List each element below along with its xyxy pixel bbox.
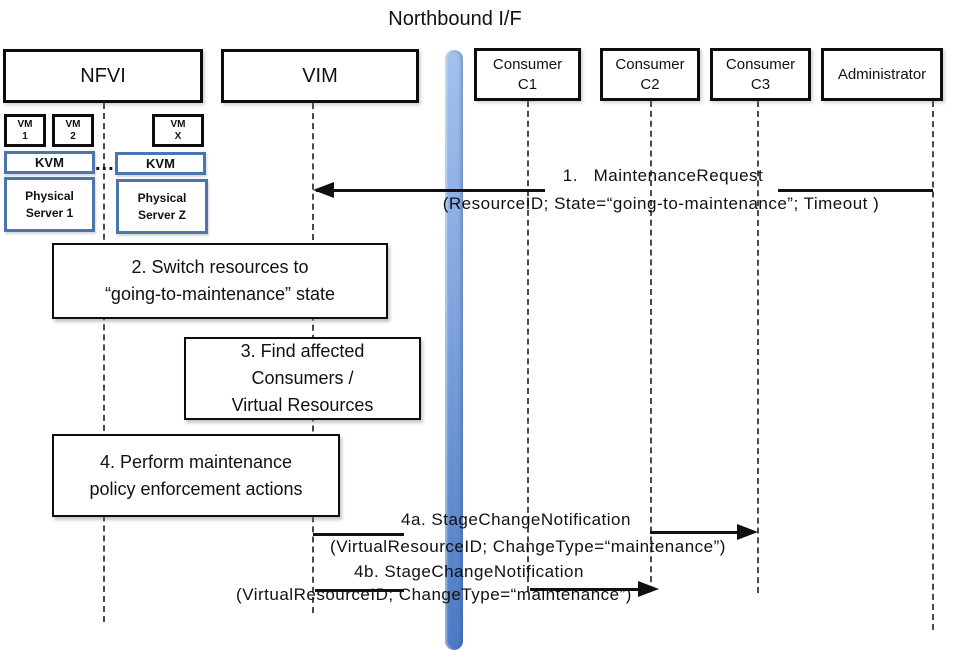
message1-line-left [316,189,545,192]
activity-step3-line3: Virtual Resources [231,395,374,415]
message1-params: (ResourceID; State=“going-to-maintenance… [442,194,880,213]
vm2-number: 2 [70,130,76,142]
vm1-number: 1 [22,130,28,142]
activity-step2-line1: 2. Switch resources to [131,257,309,277]
actor-box-consumer-c2: Consumer C2 [600,48,700,101]
message4a-arrowhead [737,524,758,540]
actor-box-consumer-c1: Consumer C1 [474,48,581,101]
message1-line-right [778,189,933,192]
activity-step2-box: 2. Switch resources to “going-to-mainten… [52,243,388,319]
vm1-label: VM [17,118,33,130]
vm1-box: VM 1 [4,114,46,147]
vmx-label: VM [170,118,186,130]
message4a-label: 4a. StageChangeNotification [401,510,631,529]
actor-label-nfvi: NFVI [80,65,126,87]
message4b-arrowhead [638,581,659,597]
vmx-box: VM X [152,114,204,147]
northbound-if-title: Northbound I/F [388,8,522,30]
message4b-line-left [315,589,404,592]
message4a-line-right [650,531,740,534]
lifeline-consumer-c2 [650,101,652,592]
activity-step2-line2: “going-to-maintenance” state [104,284,336,304]
actor-label-c2: C2 [640,75,660,93]
physical-serverz-box: Physical Server Z [116,179,208,234]
lifeline-administrator [932,101,934,630]
lifeline-nfvi [103,103,105,622]
ellipsis-dots: ... [95,153,115,175]
northbound-if-bar [445,50,463,650]
message4b-label: 4b. StageChangeNotification [354,562,584,581]
activity-step3-line1: 3. Find affected [240,341,365,361]
actor-box-administrator: Administrator [821,48,943,101]
activity-step3-box: 3. Find affected Consumers / Virtual Res… [184,337,421,420]
activity-step3-line2: Consumers / [251,368,354,388]
actor-label-consumer: Consumer [725,55,796,73]
activity-step4-box: 4. Perform maintenance policy enforcemen… [52,434,340,517]
vm2-label: VM [65,118,81,130]
actor-label-c3: C3 [750,75,771,93]
lifeline-consumer-c1 [527,101,529,592]
actor-label-vim: VIM [302,65,338,87]
physical-serverz-line2: Server Z [137,207,187,222]
activity-step4-line1: 4. Perform maintenance [99,451,293,472]
actor-label-administrator: Administrator [837,65,927,83]
kvm2-label: KVM [146,156,175,171]
actor-label-c1: C1 [517,75,538,93]
actor-label-consumer: Consumer [492,55,563,73]
kvm1-box: KVM [4,151,95,174]
kvm1-label: KVM [35,155,64,170]
message1-arrowhead [313,182,334,198]
message4a-line-left [313,533,404,536]
physical-server1-line2: Server 1 [25,205,74,220]
physical-server1-line1: Physical [25,188,74,203]
vm2-box: VM 2 [52,114,94,147]
actor-box-nfvi: NFVI [3,49,203,103]
activity-step4-line2: policy enforcement actions [89,478,303,499]
lifeline-consumer-c3 [757,101,759,593]
actor-box-consumer-c3: Consumer C3 [710,48,811,101]
kvm2-box: KVM [115,152,206,175]
actor-label-consumer: Consumer [615,55,685,73]
vmx-number: X [174,130,182,142]
actor-box-vim: VIM [221,49,419,103]
physical-server1-box: Physical Server 1 [4,177,95,232]
message4a-params: (VirtualResourceID; ChangeType=“maintena… [330,537,726,556]
message4b-line-right [530,588,640,591]
message4b-params: (VirtualResourceID; ChangeType=“maintena… [236,585,632,604]
message1-label: 1. MaintenanceRequest [562,166,764,185]
physical-serverz-line1: Physical [137,190,187,205]
